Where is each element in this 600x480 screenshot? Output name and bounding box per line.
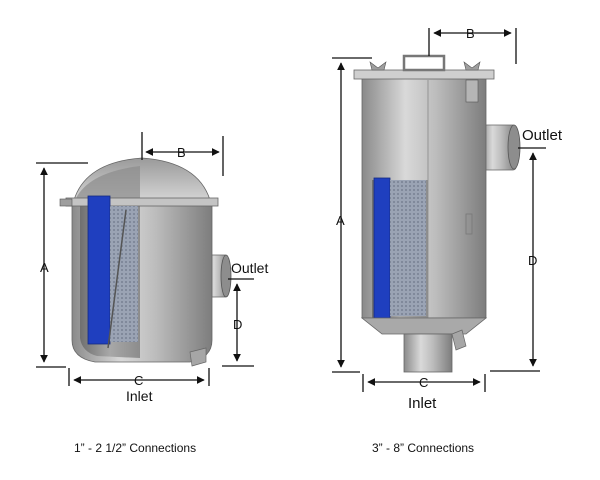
- large-bottom-cone: [360, 317, 488, 335]
- small-dim-d-label: D: [233, 317, 242, 332]
- small-caption: 1” - 2 1/2” Connections: [74, 441, 196, 455]
- small-dim-a-label: A: [40, 260, 49, 275]
- small-dim-b-label: B: [177, 145, 186, 160]
- small-inlet-label: Inlet: [126, 388, 153, 404]
- small-dome-cutaway: [76, 166, 140, 198]
- large-wing-nut-right: [463, 61, 481, 71]
- small-bottom-fitting: [189, 347, 207, 367]
- large-dim-c-label: C: [419, 375, 428, 390]
- large-filter-mesh: [390, 180, 426, 316]
- large-dimension-lines: [332, 28, 546, 392]
- large-lid-flange: [353, 69, 495, 80]
- large-outlet-label: Outlet: [522, 127, 563, 144]
- small-outlet-opening: [220, 254, 232, 298]
- small-filter-element: [87, 195, 111, 345]
- small-dimension-lines: [36, 132, 254, 386]
- small-filter-drawing: [59, 157, 232, 367]
- small-support-rod: [107, 209, 127, 349]
- large-filter-element: [373, 177, 391, 319]
- small-clamp-bolt: [59, 198, 73, 207]
- large-dim-d-label: D: [528, 253, 537, 268]
- large-outlet-opening: [507, 124, 521, 170]
- large-drain: [451, 329, 467, 351]
- large-clamp: [465, 79, 479, 103]
- large-caption: 3” - 8” Connections: [372, 441, 474, 455]
- small-outlet-label: Outlet: [231, 260, 268, 276]
- large-filter-drawing: [353, 54, 521, 373]
- large-dim-b-label: B: [466, 26, 475, 41]
- large-wing-nut-left: [369, 61, 387, 71]
- large-dim-a-label: A: [336, 213, 345, 228]
- large-lid-handle: [402, 54, 446, 72]
- large-inlet-pipe: [403, 333, 453, 373]
- large-inlet-label: Inlet: [408, 395, 437, 412]
- small-dim-c-label: C: [134, 373, 143, 388]
